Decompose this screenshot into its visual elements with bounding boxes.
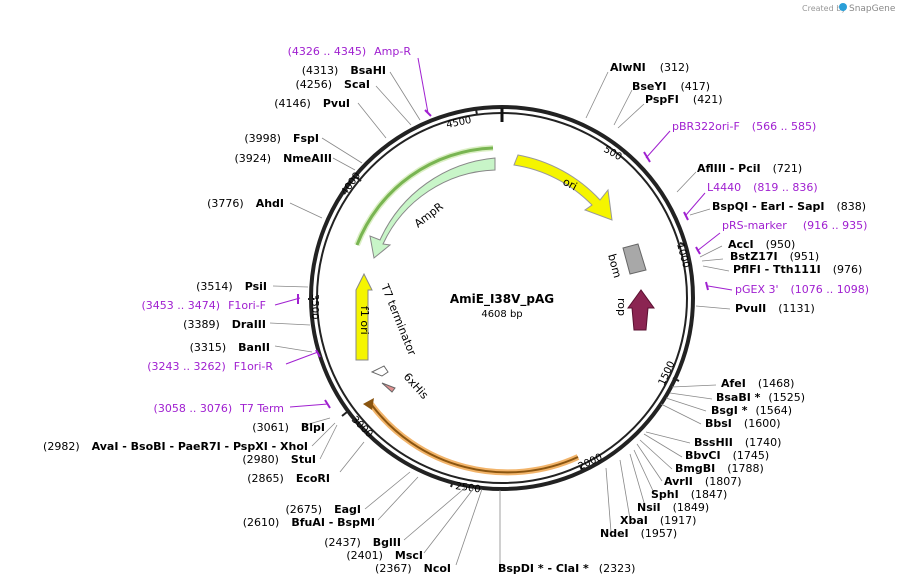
tick-label-4000: 4000 (339, 171, 363, 198)
site-bseyi: BseYI(417) (632, 80, 710, 93)
site-prs-marker: pRS-marker(916 .. 935) (722, 219, 867, 232)
site-xbai: XbaI(1917) (620, 514, 696, 527)
site-pgex3: pGEX 3'(1076 .. 1098) (735, 283, 869, 296)
tick-marks (308, 108, 687, 488)
site-psii: (3514)PsiI (196, 280, 267, 293)
watermark-brand: SnapGene (849, 4, 896, 14)
site-t7-term: (3058 .. 3076)T7 Term (154, 402, 284, 415)
rop-label: rop (615, 298, 628, 316)
ori-feature (513, 154, 613, 221)
tick-label-1000: 1000 (674, 242, 691, 269)
tick-label-3500: 3500 (309, 294, 320, 319)
site-scai: (4256)ScaI (295, 78, 370, 91)
site-ahdi: (3776)AhdI (207, 197, 284, 210)
site-l4440: L4440(819 .. 836) (707, 181, 818, 194)
site-sphi: SphI(1847) (651, 488, 727, 501)
bom-feature (622, 243, 647, 275)
watermark-prefix: Created by (802, 4, 846, 13)
site-avai-group: (2982)AvaI - BsoBI - PaeR7I - PspXI - Xh… (43, 440, 308, 453)
site-bbsi: BbsI(1600) (705, 417, 780, 430)
site-nsii: NsiI(1849) (637, 501, 709, 514)
site-pvui: (4146)PvuI (274, 97, 350, 110)
site-draiii: (3389)DraIII (183, 318, 266, 331)
site-f1ori-r: (3243 .. 3262)F1ori-R (147, 360, 273, 373)
site-ndei: NdeI(1957) (600, 527, 677, 540)
site-msci: (2401)MscI (346, 549, 423, 562)
site-acci: AccI(950) (728, 238, 795, 251)
site-stui: (2980)StuI (242, 453, 316, 466)
tick-label-4500: 4500 (445, 115, 472, 131)
site-bfuai-bspmi: (2610)BfuAI - BspMI (243, 516, 375, 529)
site-avrii: AvrII(1807) (664, 475, 741, 488)
plasmid-size: 4608 bp (481, 309, 522, 320)
site-bsshii: BssHII(1740) (694, 436, 781, 449)
tick-label-2500: 2500 (455, 481, 482, 495)
site-blpi: (3061)BlpI (252, 421, 325, 434)
site-pspfi: PspFI(421) (645, 93, 723, 106)
site-pbr322ori-f: pBR322ori-F(566 .. 585) (672, 120, 816, 133)
t7-terminator-label: T7 terminator (378, 281, 419, 357)
f1ori-feature (355, 272, 373, 361)
rop-feature (627, 289, 655, 331)
his-tag-label: 6xHis (401, 370, 431, 402)
site-fspi: (3998)FspI (244, 132, 319, 145)
site-pflfi-tth111i: PflFI - Tth111I(976) (733, 263, 862, 276)
primer-marks (297, 109, 709, 409)
leader-lines (269, 71, 731, 566)
site-banii: (3315)BanII (190, 341, 270, 354)
f1ori-label: f1 ori (358, 306, 371, 335)
site-bspqi-eari-sapi: BspQI - EarI - SapI(838) (712, 200, 866, 213)
bom-label: bom (605, 252, 624, 279)
site-ncoi: (2367)NcoI (375, 562, 451, 575)
site-bspdi-clai: BspDI * - ClaI *(2323) (498, 562, 635, 575)
primer-leaders (274, 57, 733, 408)
t7-terminator-feature (370, 365, 389, 377)
site-nmeaiii: (3924)NmeAIII (235, 152, 333, 165)
site-amp-r: (4326 .. 4345)Amp-R (288, 45, 412, 58)
site-bmgbi: BmgBI(1788) (675, 462, 764, 475)
site-ecori: (2865)EcoRI (247, 472, 330, 485)
site-bstz17i: BstZ17I(951) (730, 250, 819, 263)
snapgene-logo-icon (839, 3, 847, 11)
site-eagi: (2675)EagI (286, 503, 361, 516)
site-bsahi: (4313)BsaHI (302, 64, 386, 77)
site-alwni: AlwNI(312) (610, 61, 689, 74)
ori-label: ori (561, 175, 580, 193)
his-tag-feature (381, 382, 396, 393)
site-afliii-pcii: AflIII - PciI(721) (697, 162, 802, 175)
site-f1ori-f: (3453 .. 3474)F1ori-F (142, 299, 267, 312)
ampr-feature (369, 157, 496, 259)
plasmid-name: AmiE_I38V_pAG (450, 292, 554, 307)
ampr-label: AmpR (412, 200, 446, 231)
site-bsabi: BsaBI *(1525) (716, 391, 805, 404)
site-afei: AfeI(1468) (721, 377, 794, 390)
site-bbvci: BbvCI(1745) (685, 449, 769, 462)
site-bglii: (2437)BglII (324, 536, 401, 549)
tick-label-2000: 2000 (577, 452, 605, 473)
site-bsgi: BsgI *(1564) (711, 404, 792, 417)
site-pvuii: PvuII(1131) (735, 302, 815, 315)
